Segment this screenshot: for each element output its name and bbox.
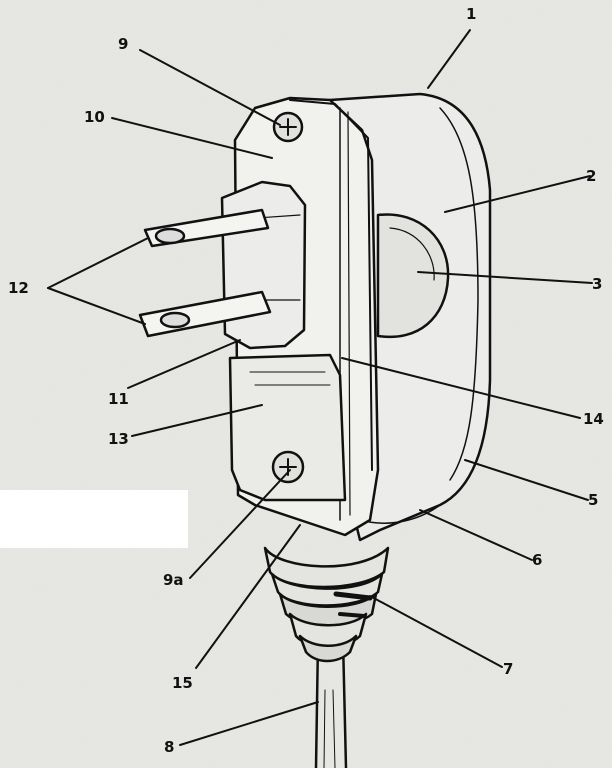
prong-block [220, 180, 307, 350]
prong-lower [138, 290, 272, 338]
strain-relief [263, 546, 390, 663]
label-panel [228, 353, 347, 502]
callout-9: 9 [118, 35, 129, 53]
redaction-box [0, 490, 188, 548]
callout-15: 15 [172, 674, 193, 692]
screw-top [272, 111, 304, 143]
leader-12a [47, 237, 149, 289]
leader-2 [444, 175, 591, 213]
leader-9 [139, 49, 281, 126]
leader-3 [417, 271, 593, 284]
leader-8 [179, 701, 319, 746]
callout-6: 6 [532, 551, 543, 569]
callout-10: 10 [84, 108, 105, 126]
cord [314, 638, 348, 768]
leader-1 [427, 29, 471, 89]
leader-5 [464, 459, 589, 501]
callout-13: 13 [108, 430, 129, 448]
callout-11: 11 [108, 390, 129, 408]
callout-7: 7 [503, 660, 514, 678]
leader-lines [47, 29, 593, 746]
leader-11 [127, 339, 241, 389]
leader-10 [111, 117, 273, 159]
leader-13 [131, 404, 263, 437]
callout-8: 8 [164, 738, 175, 756]
leader-15 [195, 524, 301, 669]
leader-14 [341, 357, 581, 419]
callout-14: 14 [583, 410, 604, 428]
callout-1: 1 [466, 5, 477, 23]
prong-upper [143, 208, 270, 248]
callout-9a: 9a [163, 571, 184, 589]
callout-3: 3 [592, 275, 603, 293]
leader-12b [47, 287, 146, 325]
callout-12: 12 [8, 279, 29, 297]
leader-9a [189, 469, 291, 579]
callout-2: 2 [586, 167, 597, 185]
leader-7 [369, 595, 503, 668]
screw-bottom [271, 450, 305, 484]
leader-6 [419, 509, 533, 561]
callout-5: 5 [588, 491, 599, 509]
